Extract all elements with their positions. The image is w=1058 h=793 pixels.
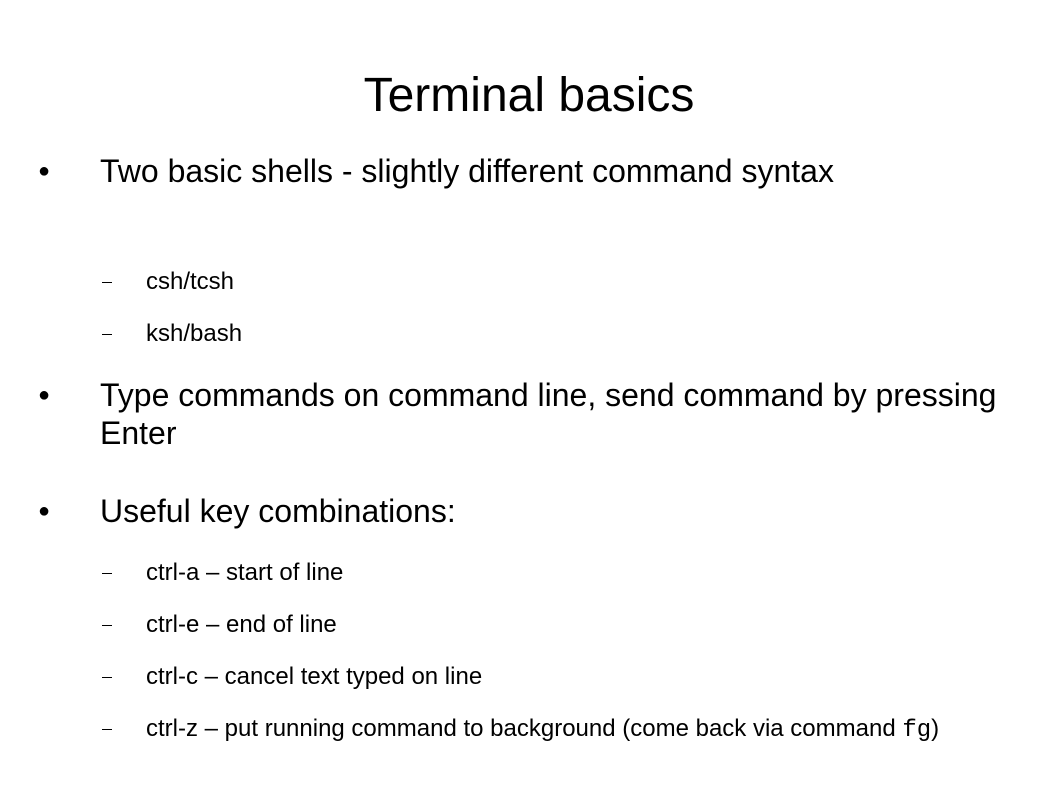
bullet-item: ● Two basic shells - slightly different … — [38, 152, 1000, 190]
sub-bullet-text: ctrl-e – end of line — [146, 611, 337, 638]
sub-bullet-item: ksh/bash — [102, 318, 986, 350]
dash-icon — [102, 573, 112, 574]
bullet-text: Type commands on command line, send comm… — [100, 377, 997, 451]
bullet-text: Two basic shells - slightly different co… — [100, 153, 834, 189]
slide-title: Terminal basics — [363, 69, 695, 122]
sub-bullet-text: ctrl-a – start of line — [146, 559, 344, 586]
sub-bullet-item: ctrl-e – end of line — [102, 609, 986, 641]
sub-bullet-text-prefix: ctrl-z – put running command to backgrou… — [146, 715, 903, 742]
sub-bullet-item: ctrl-a – start of line — [102, 557, 986, 589]
sub-bullet-text-suffix: ) — [931, 715, 940, 742]
dash-icon — [102, 334, 112, 335]
bullet-dot-icon: ● — [38, 160, 51, 182]
dash-icon — [102, 677, 112, 678]
bullet-item: ● Type commands on command line, send co… — [38, 376, 1000, 452]
dash-icon — [102, 282, 112, 283]
bullet-dot-icon: ● — [38, 500, 51, 522]
inline-code: fg — [902, 717, 932, 744]
dash-icon — [102, 625, 112, 626]
bullet-item: ● Useful key combinations: — [38, 492, 1000, 530]
bullet-text: Useful key combinations: — [100, 493, 456, 529]
dash-icon — [102, 729, 112, 730]
sub-bullet-item: ctrl-z – put running command to backgrou… — [102, 713, 986, 747]
sub-bullet-text: ctrl-c – cancel text typed on line — [146, 663, 483, 690]
bullet-dot-icon: ● — [38, 384, 51, 406]
sub-bullet-item: csh/tcsh — [102, 266, 986, 298]
sub-bullet-text: ksh/bash — [146, 320, 243, 347]
sub-bullet-text: csh/tcsh — [146, 268, 235, 295]
sub-bullet-item: ctrl-c – cancel text typed on line — [102, 661, 986, 693]
